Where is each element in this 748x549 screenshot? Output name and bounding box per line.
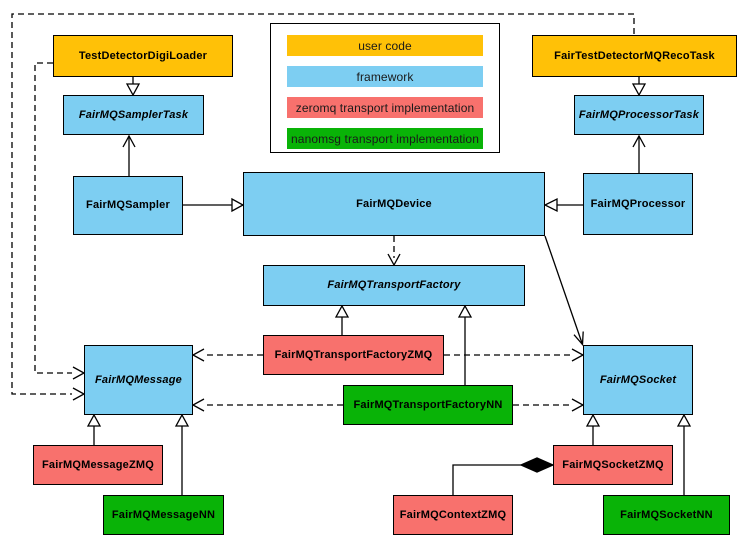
- node-fairmq-transport-factory: FairMQTransportFactory: [263, 265, 525, 306]
- edge-assoc-device-socket-arrowhead: [573, 331, 584, 347]
- node-fairmq-processor-task: FairMQProcessorTask: [574, 95, 704, 135]
- edge-comp-socketzmq-contextzmq-diamond: [519, 457, 555, 473]
- node-fairmq-context-zmq: FairMQContextZMQ: [393, 495, 513, 535]
- node-fairmq-message-zmq: FairMQMessageZMQ: [33, 445, 163, 485]
- edge-inherit-processor-device-triangle: [543, 197, 558, 213]
- legend-item-framework: framework: [287, 66, 483, 87]
- node-fairmq-socket: FairMQSocket: [583, 345, 693, 415]
- edge-inherit-socketnn-socket-triangle: [676, 413, 692, 427]
- edge-inherit-messagezmq-message-triangle: [86, 413, 102, 427]
- edge-assoc-sampler-samplertask-arrowhead: [122, 134, 136, 148]
- node-fairmq-socket-nn: FairMQSocketNN: [603, 495, 730, 535]
- node-fairmq-message: FairMQMessage: [84, 345, 193, 415]
- edge-inherit-factoryzmq-factory-triangle: [334, 304, 350, 318]
- edge-dep-factoryzmq-message-arrowhead: [191, 348, 205, 362]
- node-fairmq-transport-factory-nn: FairMQTransportFactoryNN: [343, 385, 513, 425]
- node-fairmq-device: FairMQDevice: [243, 172, 545, 236]
- edge-inherit-socketzmq-socket-triangle: [585, 413, 601, 427]
- node-fairmq-message-nn: FairMQMessageNN: [103, 495, 224, 535]
- edge-dep-digiloader-message-arrowhead: [72, 366, 86, 380]
- legend: user code framework zeromq transport imp…: [270, 23, 500, 153]
- legend-item-nanomsg: nanomsg transport implementation: [287, 128, 483, 149]
- node-fairmq-socket-zmq: FairMQSocketZMQ: [553, 445, 673, 485]
- legend-item-user-code: user code: [287, 35, 483, 56]
- edge-comp-socketzmq-contextzmq: [452, 464, 521, 495]
- edge-inherit-messagenn-message-triangle: [174, 413, 190, 427]
- edge-inherit-recotask-processortask-triangle: [631, 83, 647, 97]
- node-test-detector-digi-loader: TestDetectorDigiLoader: [53, 35, 233, 77]
- edge-inherit-sampler-device-triangle: [231, 197, 245, 213]
- edge-dep-factorynn-message-arrowhead: [191, 398, 205, 412]
- edge-dep-factoryzmq-socket-arrowhead: [571, 348, 585, 362]
- node-fairmq-transport-factory-zmq: FairMQTransportFactoryZMQ: [263, 335, 444, 375]
- edge-dep-recotask-message-arrowhead: [72, 387, 86, 401]
- legend-item-zeromq: zeromq transport implementation: [287, 97, 483, 118]
- node-fair-test-detector-mq-reco-task: FairTestDetectorMQRecoTask: [532, 35, 737, 77]
- edge-dep-factorynn-socket-arrowhead: [571, 398, 585, 412]
- edge-assoc-device-socket: [544, 235, 584, 345]
- node-fairmq-processor: FairMQProcessor: [583, 173, 693, 235]
- edge-inherit-digiloader-samplertask-triangle: [125, 83, 141, 97]
- edge-assoc-processor-processortask-arrowhead: [632, 134, 646, 148]
- edge-dep-device-factory-arrowhead: [387, 253, 401, 267]
- edge-inherit-factorynn-factory-triangle: [457, 304, 473, 318]
- node-fairmq-sampler-task: FairMQSamplerTask: [63, 95, 204, 135]
- node-fairmq-sampler: FairMQSampler: [73, 176, 183, 235]
